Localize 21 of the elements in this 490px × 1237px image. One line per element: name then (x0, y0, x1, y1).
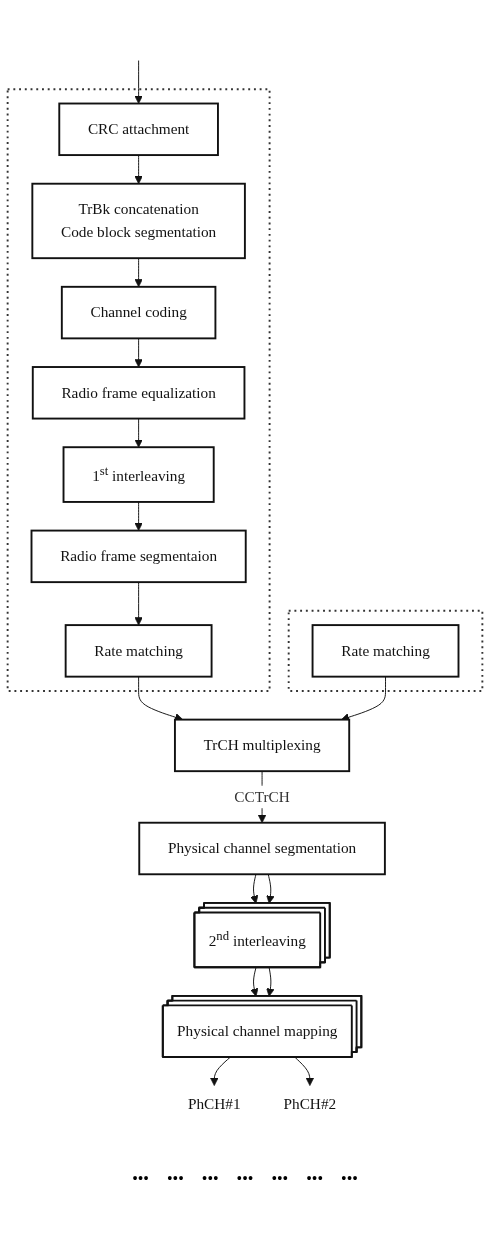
node-box: Rate matching (311, 624, 460, 678)
node-box: Channel coding (60, 285, 217, 340)
ellipsis-mark: ••• (306, 1170, 324, 1188)
ellipsis-mark: ••• (201, 1170, 219, 1188)
node-text: PhCH#1 (187, 1095, 241, 1112)
edge-label: CCTrCH (234, 788, 290, 805)
node-box: Rate matching (64, 624, 213, 678)
ellipsis-mark: ••• (341, 1170, 358, 1188)
node-text: PhCH#2 (283, 1095, 337, 1112)
ellipsis-mark: ••• (271, 1170, 289, 1188)
ellipsis-mark: ••• (166, 1170, 184, 1188)
cluster (287, 609, 484, 692)
node-box: TrCH multiplexing (173, 718, 351, 773)
node-box: Radio frame segmentaion (30, 529, 247, 584)
node-box: Radio frame equalization (31, 366, 246, 420)
node-box: Physical channel segmentation (138, 821, 386, 876)
node-box: CRC attachment (58, 102, 219, 157)
node-box: TrBk concatenation Code block segmentation (31, 182, 246, 260)
node-box: 1$^{st}$ interleaving (62, 446, 215, 503)
ellipsis-mark: ••• (236, 1170, 254, 1188)
ellipsis-mark: ••• (132, 1170, 149, 1188)
